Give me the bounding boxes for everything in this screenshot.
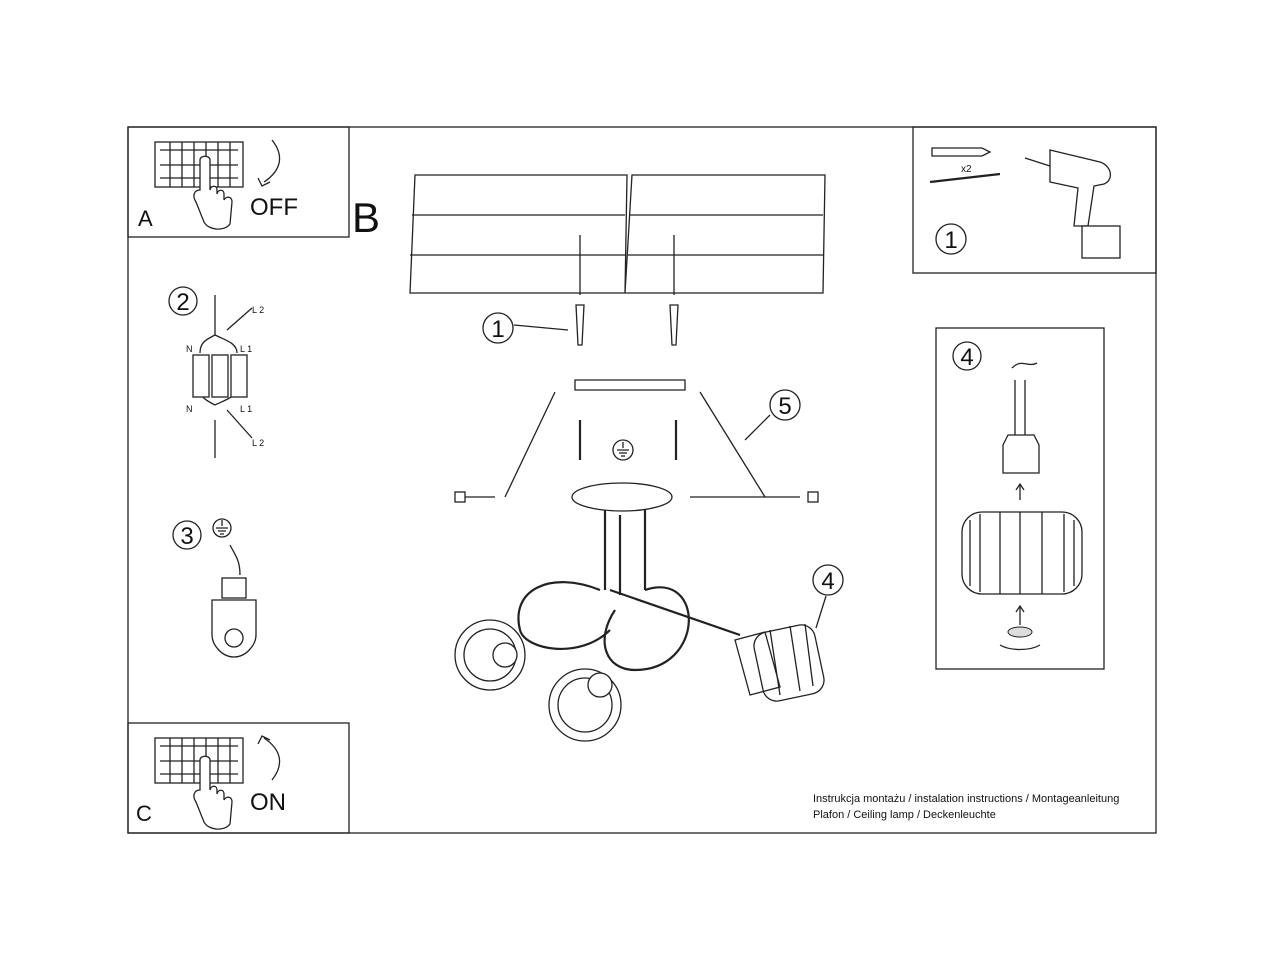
step-a-panel: A OFF <box>127 126 350 238</box>
step-c-action: ON <box>250 789 286 816</box>
cage-shade-right <box>734 623 825 702</box>
shade-callout: 4 <box>821 568 834 595</box>
main-assembly: B 1 5 4 <box>352 174 844 742</box>
step-a-action: OFF <box>250 194 298 221</box>
mounting-bracket <box>574 379 686 391</box>
canopy <box>571 482 673 512</box>
outer-frame <box>127 126 1157 834</box>
arrow-down-icon <box>257 139 281 187</box>
step-a-letter: A <box>138 206 153 231</box>
screw-icon <box>929 172 1001 184</box>
ring-nut-icon <box>1007 626 1033 638</box>
bracket-callout: 5 <box>778 393 791 420</box>
plug-callout: 1 <box>491 316 504 343</box>
wire-label: L 2 <box>252 438 264 448</box>
wire-label: L 1 <box>240 404 252 414</box>
wire-label: L 2 <box>252 305 264 315</box>
circuit-breaker-icon <box>154 141 244 188</box>
circuit-breaker-icon <box>154 737 244 784</box>
wall-plug-icon <box>931 147 992 157</box>
ground-symbol-icon <box>212 518 232 538</box>
cage-shade-center <box>548 668 622 742</box>
step-b-letter: B <box>352 194 380 241</box>
footer-line-2: Plafon / Ceiling lamp / Deckenleuchte <box>813 809 996 821</box>
wire-label: L 1 <box>240 344 252 354</box>
hand-icon <box>193 755 233 830</box>
quantity-label: x2 <box>961 164 972 175</box>
shade-detail-panel: 4 <box>935 327 1105 670</box>
hand-icon <box>193 155 233 230</box>
step-c-panel: C ON <box>127 722 350 834</box>
wiring-callout: 2 <box>176 289 189 316</box>
footer-line-1: Instrukcja montażu / instalation instruc… <box>813 793 1119 805</box>
drill-icon <box>1024 149 1121 259</box>
lamp-socket-icon <box>1002 434 1040 474</box>
step-c-letter: C <box>136 801 152 826</box>
ground-diagram: 3 <box>172 518 257 658</box>
cage-shade-icon <box>961 511 1083 595</box>
wall-plug-icon <box>575 304 679 346</box>
shade-detail-callout: 4 <box>960 344 973 371</box>
tools-callout: 1 <box>944 227 957 254</box>
arrow-up-icon <box>257 735 281 781</box>
ground-callout: 3 <box>180 523 193 550</box>
screw-icon <box>807 491 819 503</box>
cage-shade-left <box>454 619 526 691</box>
ground-symbol-icon <box>612 439 634 461</box>
screw-icon <box>454 491 466 503</box>
wire-label: N <box>186 344 193 354</box>
tools-panel: x2 1 <box>912 126 1157 274</box>
ceiling-icon <box>409 174 826 294</box>
wiring-diagram: 2 L 2 L 1 N N L 1 L 2 <box>168 286 264 458</box>
wire-label: N <box>186 404 193 414</box>
